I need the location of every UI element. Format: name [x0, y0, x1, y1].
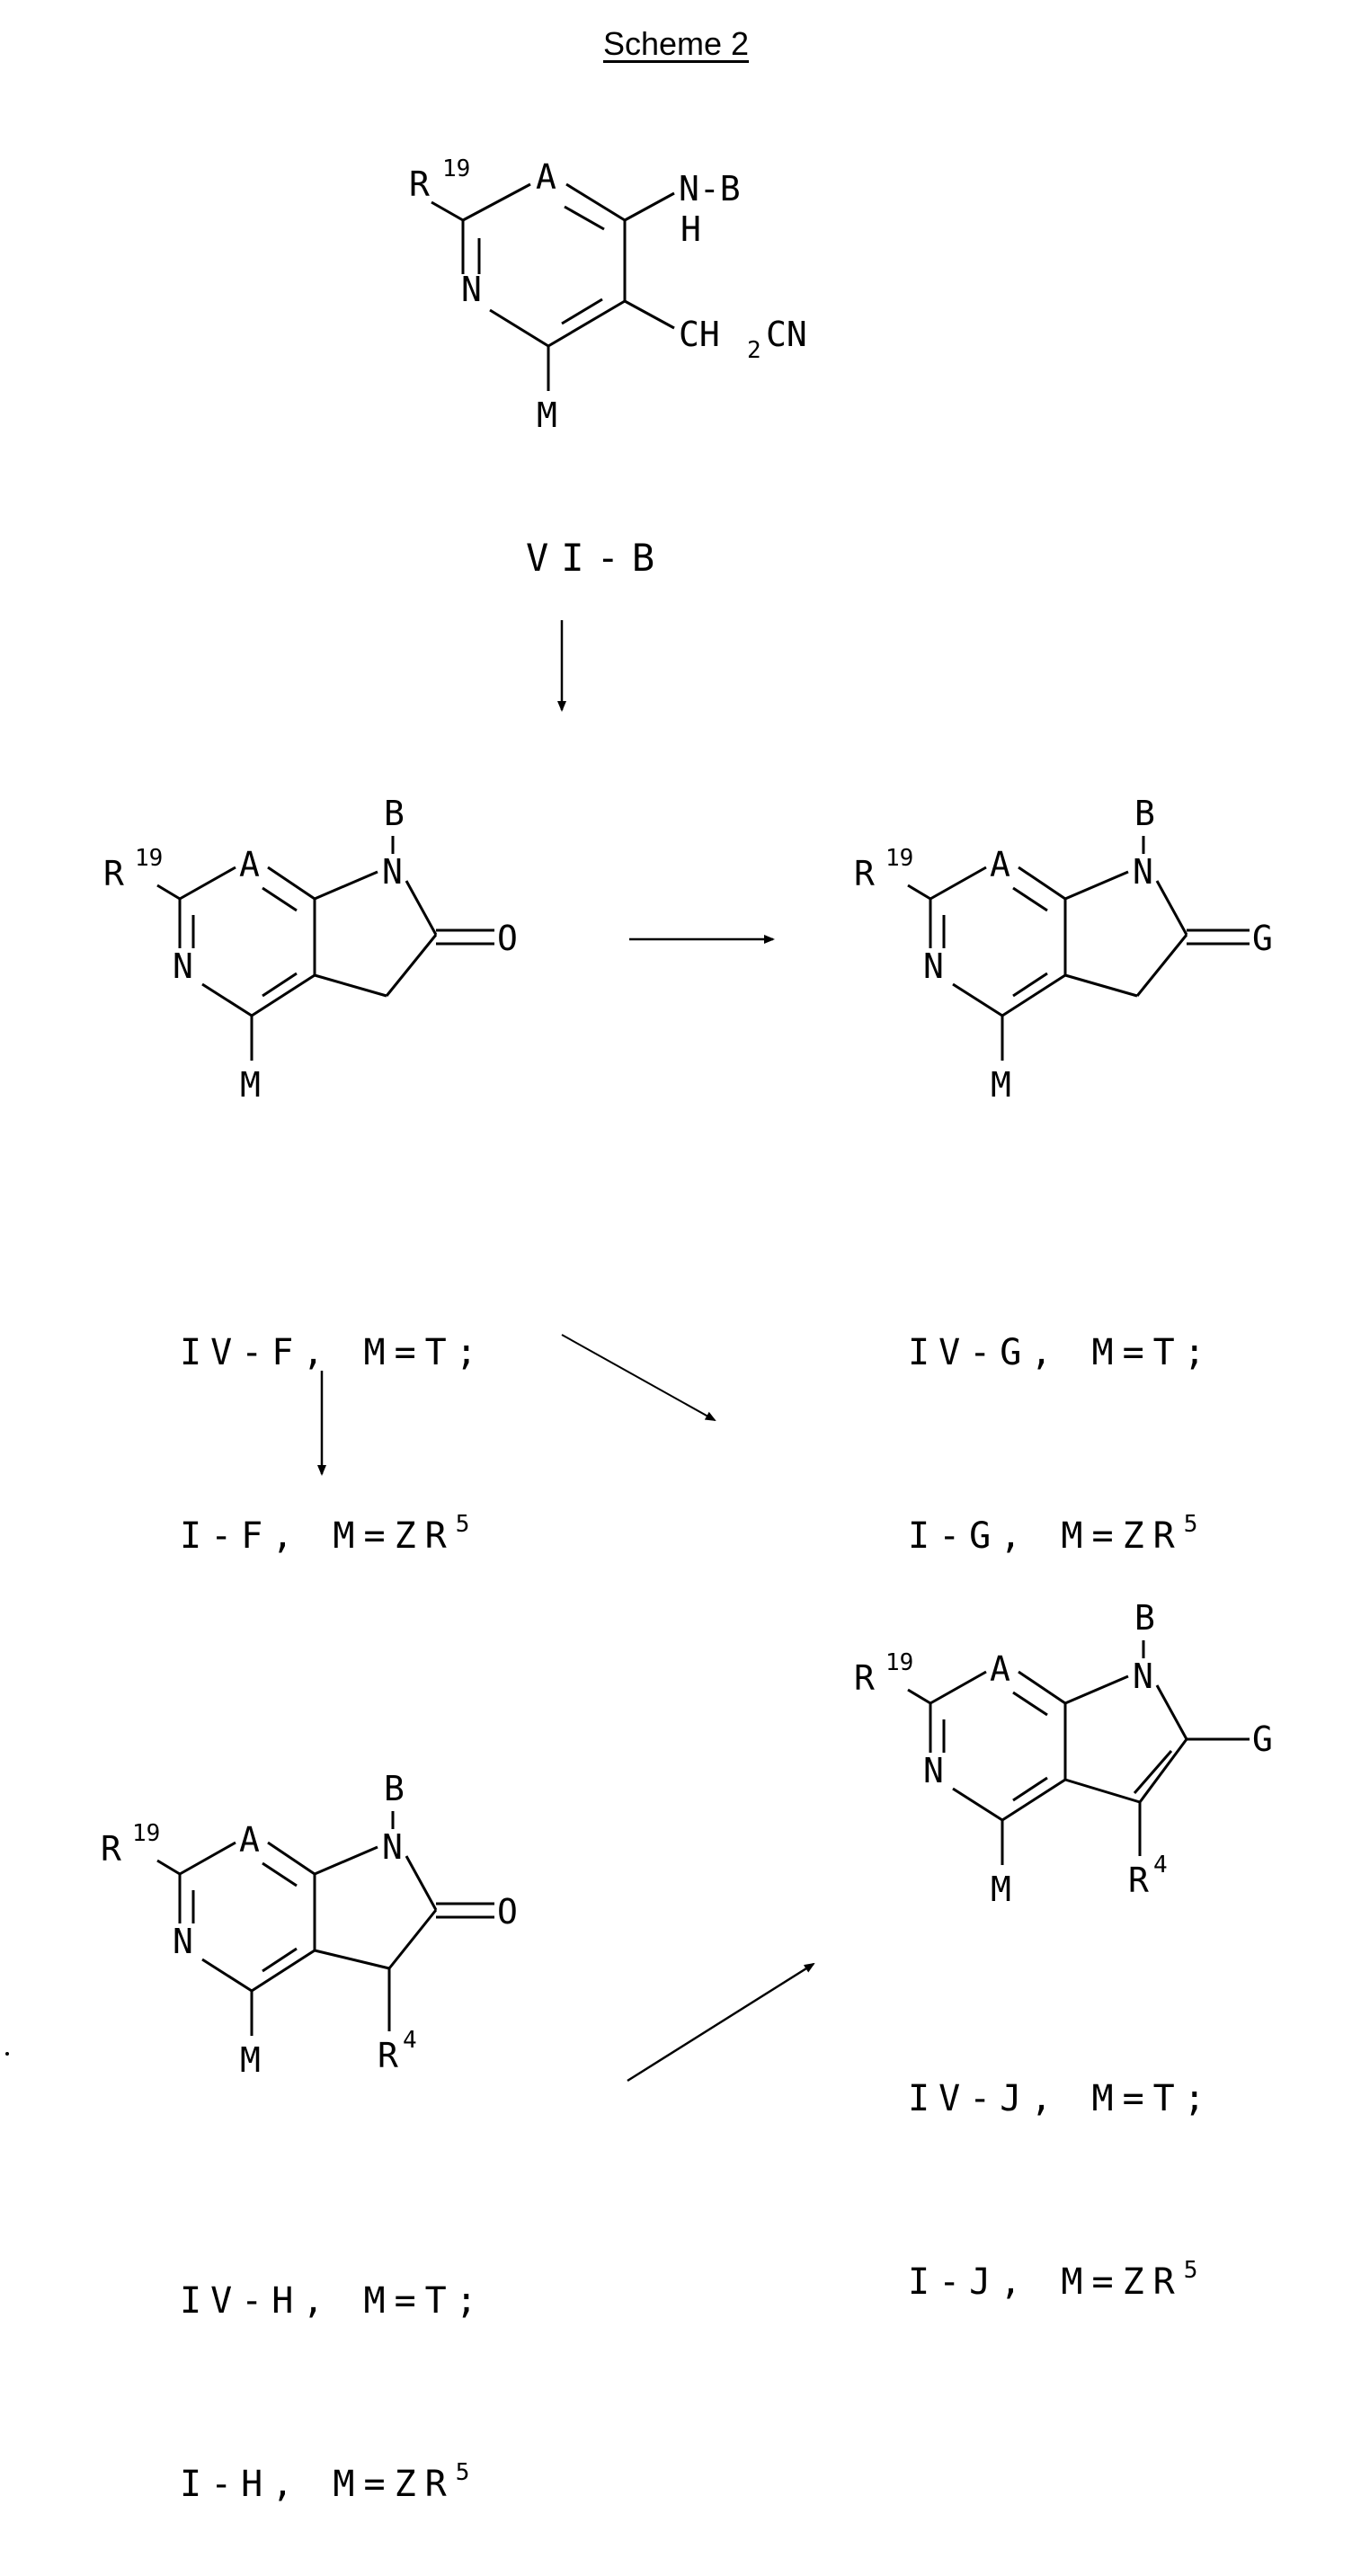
ch2cn-label: CH [679, 315, 720, 354]
compound-h-caption-line1: IV-H, M=T; [180, 2280, 486, 2322]
compound-f-caption-line2: I-F, M=ZR5 [180, 1506, 486, 1567]
caption-superscript: 5 [455, 2459, 470, 2486]
compound-j-atoms: R 19 A N B N G M R 4 [854, 1598, 1273, 1909]
compound-g-caption-line1: IV-G, M=T; [908, 1332, 1214, 1373]
g-label: G [1252, 1719, 1273, 1759]
scheme-title: Scheme 2 [602, 25, 750, 62]
m-label: M [240, 1065, 261, 1105]
r4-superscript: 4 [403, 2027, 417, 2054]
b-label: B [384, 794, 405, 833]
m-label: M [991, 1065, 1011, 1105]
ring-atom-a: A [990, 845, 1010, 884]
caption-text: I-G, M=ZR [908, 1515, 1184, 1557]
arrow-f-to-j [561, 1334, 716, 1421]
caption-text: I-H, M=ZR [180, 2464, 456, 2505]
ring-atom-a: A [239, 845, 260, 884]
compound-g-structure [907, 836, 1250, 1061]
caption-superscript: 5 [1183, 1511, 1198, 1538]
compound-vi-b-structure [431, 182, 675, 391]
o-label: O [497, 919, 518, 958]
compound-g-atoms: R 19 A N B N G M [854, 794, 1273, 1105]
arrow-h-to-j [627, 1962, 815, 2083]
r19-label: R [854, 1658, 875, 1698]
compound-f-atoms: R 19 A N B N O M [103, 794, 518, 1105]
ring-atom-n: N [461, 270, 482, 309]
m-label: M [537, 395, 557, 435]
compound-f-caption-line1: IV-F, M=T; [180, 1332, 486, 1373]
ring-atom-n: N [173, 946, 193, 986]
nh-b-label: N-B [679, 169, 741, 209]
compound-g-caption-line2: I-G, M=ZR5 [908, 1506, 1214, 1567]
ring-atom-a: A [990, 1649, 1010, 1689]
n-label: N [382, 852, 403, 892]
r4-label: R [1128, 1861, 1149, 1900]
b-label: B [1134, 1598, 1155, 1638]
cn-label: CN [766, 315, 807, 354]
r19-superscript: 19 [885, 845, 913, 872]
compound-j-caption: IV-J, M=T; I-J, M=ZR5 [908, 1946, 1214, 2374]
compound-g-caption: IV-G, M=T; I-G, M=ZR5 [908, 1200, 1214, 1628]
r19-superscript: 19 [135, 845, 163, 872]
r19-label: R [101, 1829, 121, 1869]
caption-superscript: 5 [455, 1511, 470, 1538]
b-label: B [1134, 794, 1155, 833]
g-label: G [1252, 919, 1273, 958]
caption-text: I-J, M=ZR [908, 2261, 1184, 2303]
reaction-scheme: R 19 A N N-B H CH 2 CN M VI-B R [5, 155, 1273, 2083]
ring-atom-n: N [173, 1922, 193, 1961]
n-label: N [1133, 852, 1153, 892]
scan-artifact-dot [5, 2052, 9, 2056]
b-label: B [384, 1769, 405, 1808]
r19-superscript: 19 [442, 155, 470, 182]
compound-h-caption: IV-H, M=T; I-H, M=ZR5 [180, 2148, 486, 2576]
o-label: O [497, 1892, 518, 1932]
caption-superscript: 5 [1183, 2257, 1198, 2284]
ring-atom-n: N [923, 1751, 944, 1790]
m-label: M [240, 2040, 261, 2080]
r19-label: R [409, 164, 430, 204]
n-label: N [382, 1827, 403, 1867]
compound-h-structure [156, 1811, 494, 2036]
n-label: N [1133, 1657, 1153, 1696]
compound-j-structure [907, 1640, 1250, 1865]
ch2-subscript: 2 [747, 337, 761, 364]
r19-label: R [103, 854, 124, 893]
compound-vi-b-label: VI-B [526, 536, 667, 580]
ring-atom-n: N [923, 946, 944, 986]
ring-atom-a: A [239, 1820, 260, 1860]
compound-j-caption-line2: I-J, M=ZR5 [908, 2252, 1214, 2313]
caption-text: I-F, M=ZR [180, 1515, 456, 1557]
compound-h-atoms: R 19 A N B N O M R 4 [101, 1769, 518, 2080]
r4-label: R [378, 2036, 398, 2075]
m-label: M [991, 1870, 1011, 1909]
compound-f-caption: IV-F, M=T; I-F, M=ZR5 [180, 1200, 486, 1628]
ring-atom-a: A [536, 157, 556, 197]
compound-h-caption-line2: I-H, M=ZR5 [180, 2454, 486, 2515]
compound-vi-b-atoms: R 19 A N N-B H CH 2 CN M [409, 155, 807, 435]
h-label: H [680, 209, 701, 249]
compound-j-caption-line1: IV-J, M=T; [908, 2078, 1214, 2119]
r19-superscript: 19 [885, 1649, 913, 1676]
r19-label: R [854, 854, 875, 893]
r4-superscript: 4 [1153, 1852, 1168, 1879]
r19-superscript: 19 [132, 1820, 160, 1847]
compound-f-structure [156, 836, 494, 1061]
